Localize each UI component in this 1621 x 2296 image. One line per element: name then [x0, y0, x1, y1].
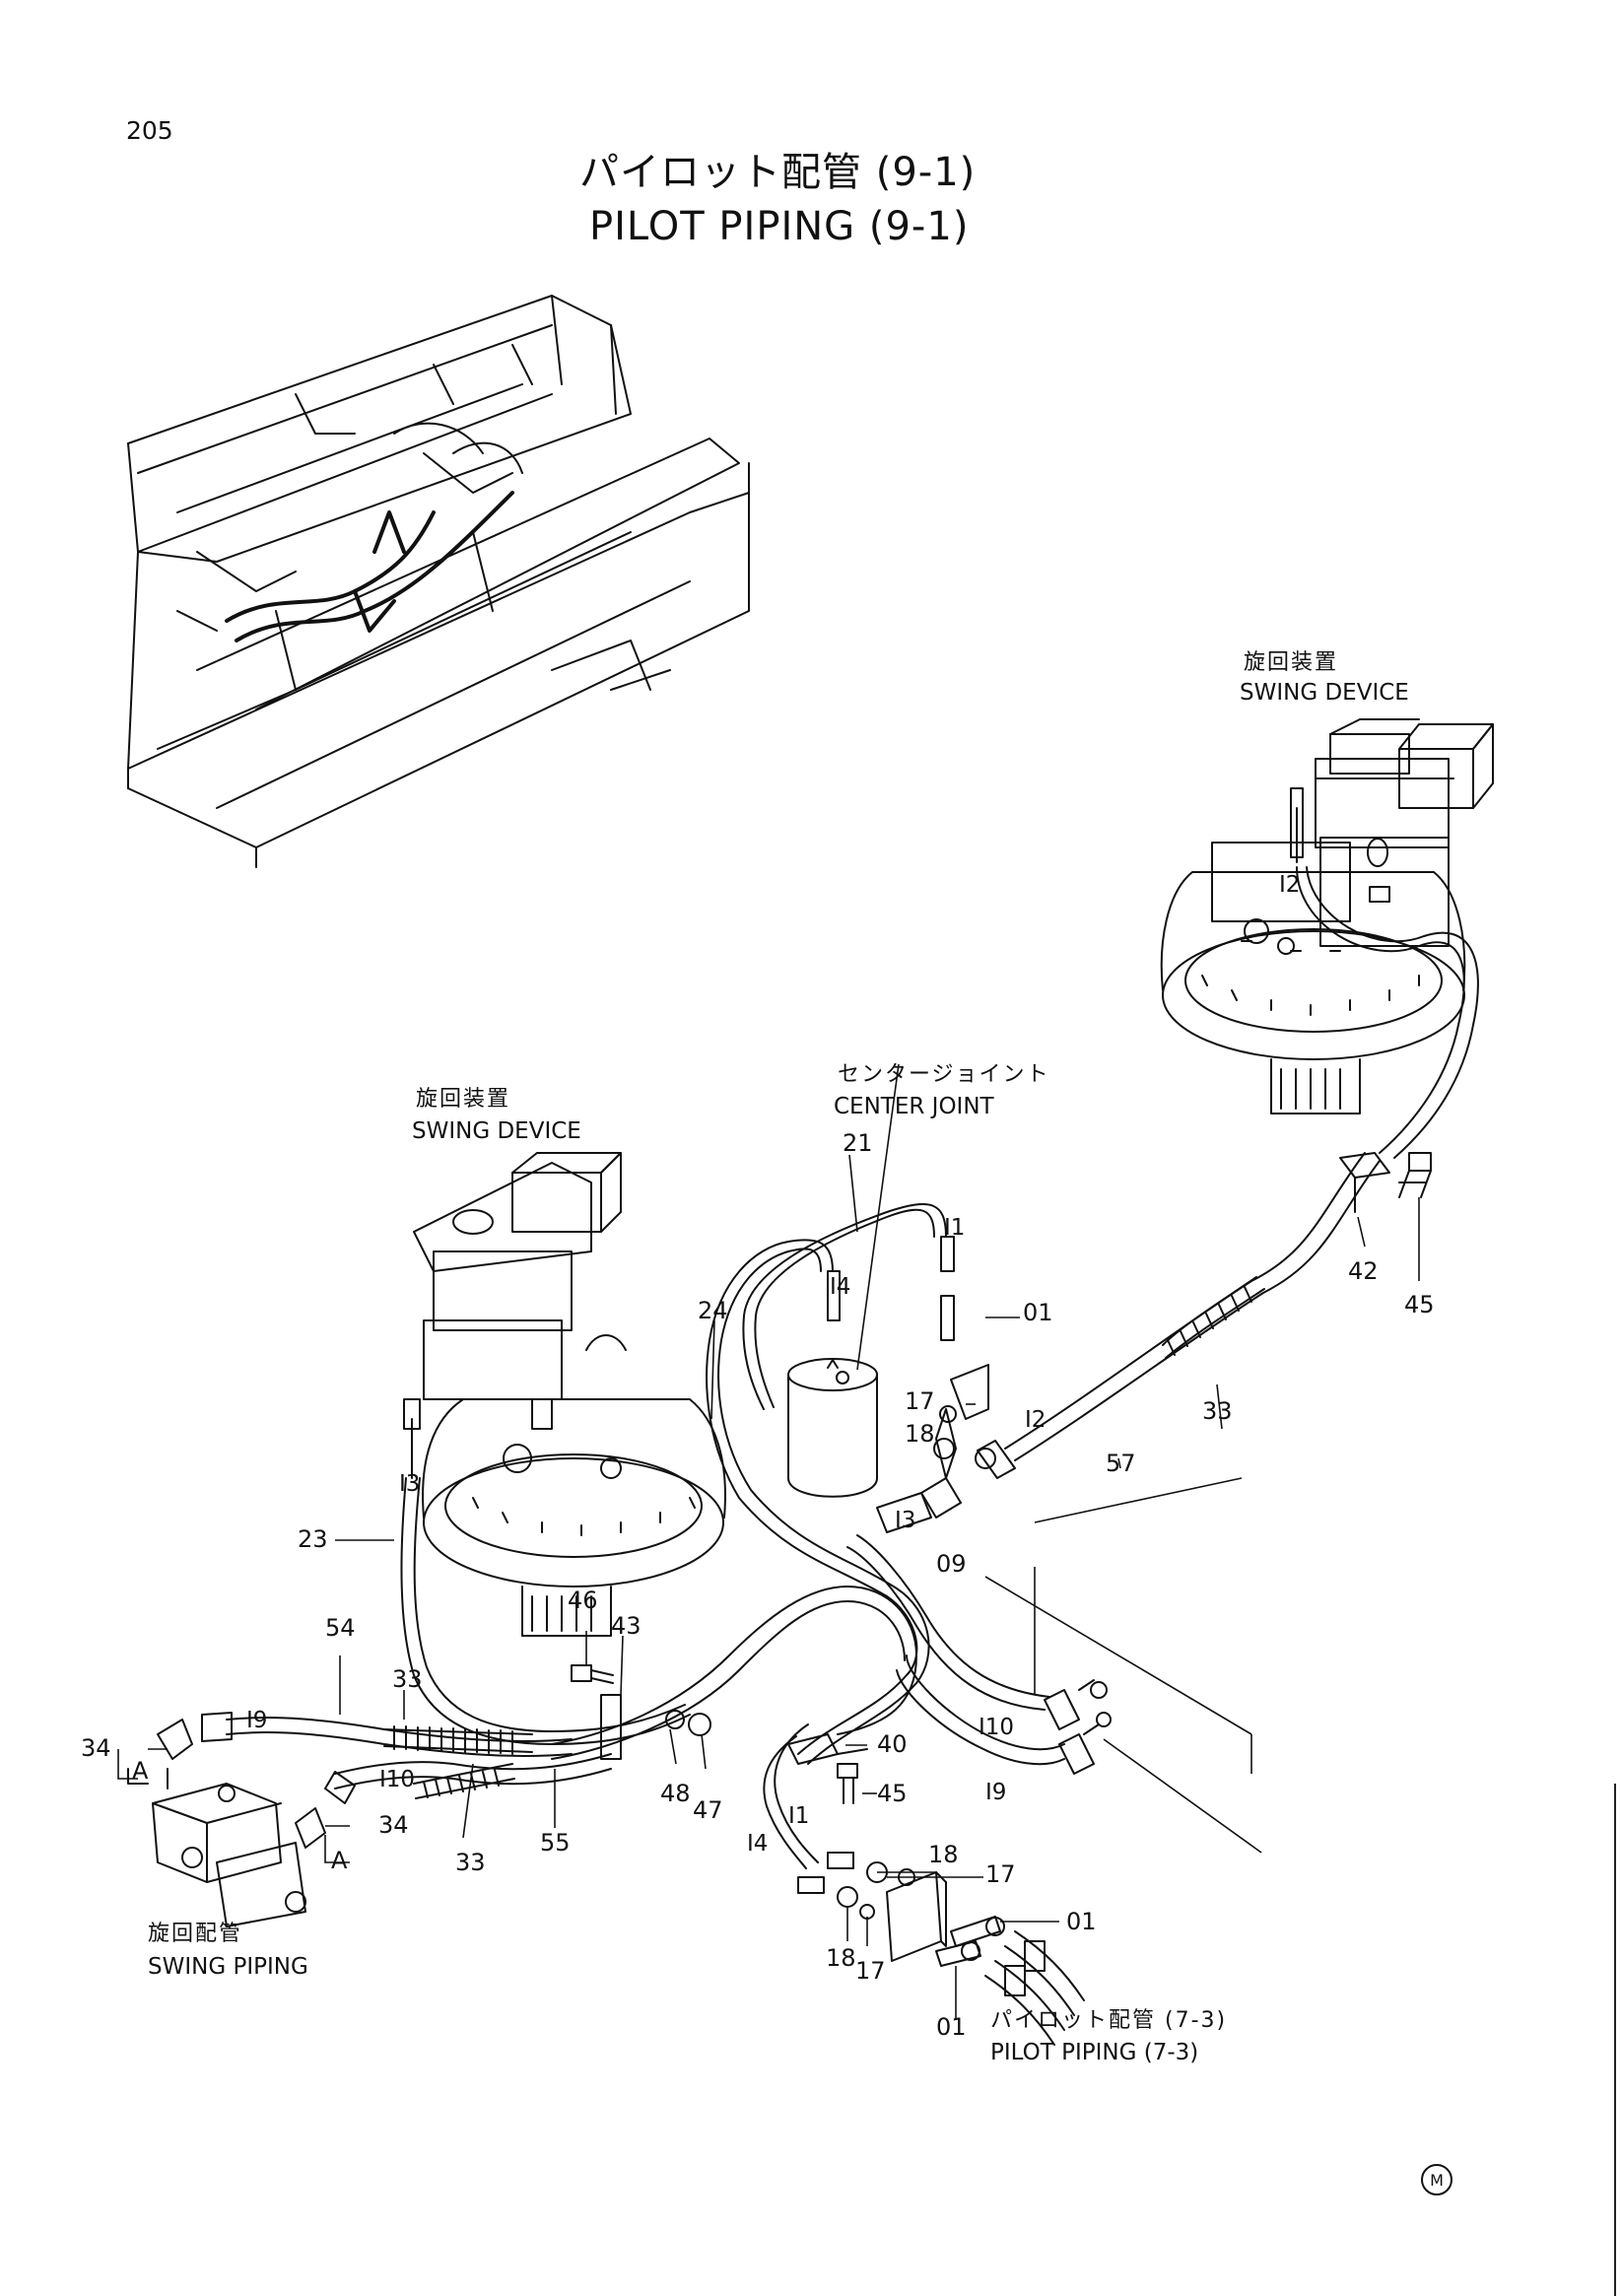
label-center-joint-jp: センタージョイント	[838, 1062, 1050, 1087]
part-number-21: 21	[843, 1129, 873, 1157]
part-number-33-left-lower: 33	[455, 1849, 486, 1876]
part-number-33-right: 33	[1202, 1397, 1233, 1425]
part-number-01-right: 01	[1066, 1908, 1097, 1935]
line-id-i10-left: I10	[379, 1767, 416, 1792]
swing-piping-valve	[127, 1719, 326, 1927]
part-number-48: 48	[660, 1780, 691, 1807]
part-number-47: 47	[693, 1796, 723, 1824]
part-number-17-right: 17	[985, 1860, 1016, 1888]
part-number-24: 24	[698, 1297, 728, 1324]
line-id-i9-right: I9	[985, 1780, 1007, 1805]
hose-57	[975, 1152, 1381, 1479]
label-swing-piping-jp: 旋回配管	[148, 1922, 243, 1946]
view-a-label-right: A	[331, 1847, 348, 1874]
line-id-i1-bottom: I1	[788, 1803, 810, 1829]
line-21	[742, 1203, 947, 1410]
part-number-57: 57	[1106, 1450, 1136, 1477]
part-number-43: 43	[611, 1612, 642, 1640]
part-number-18-bottom: 18	[826, 1944, 856, 1972]
part-number-45-top: 45	[1404, 1291, 1435, 1318]
line-id-i1-top: I1	[944, 1215, 966, 1241]
part-number-46: 46	[568, 1587, 598, 1614]
leader-lines	[148, 1063, 1420, 2020]
hose-55	[324, 1753, 612, 1804]
right-swing-device	[1160, 718, 1494, 1114]
clamp-42	[1339, 1152, 1390, 1213]
page-edge-line	[1614, 1784, 1616, 2296]
part-number-01-top: 01	[1023, 1299, 1053, 1326]
label-swing-device-left-jp: 旋回装置	[416, 1087, 511, 1112]
part-number-09: 09	[936, 1550, 967, 1578]
end-fittings-right	[1044, 1679, 1112, 1775]
label-pilot-piping-73-jp: パイロット配管 (7-3)	[990, 2008, 1228, 2033]
center-joint	[787, 1358, 878, 1498]
washer-48-nut-47	[665, 1710, 711, 1736]
part-number-01-bottom: 01	[936, 2013, 967, 2041]
line-id-i4-bottom: I4	[747, 1831, 769, 1857]
part-number-54: 54	[325, 1614, 356, 1642]
part-number-40: 40	[877, 1730, 908, 1758]
label-swing-device-right-jp: 旋回装置	[1244, 650, 1339, 675]
clamp-40	[787, 1733, 868, 1765]
line-id-i3-left: I3	[399, 1471, 421, 1497]
bolt-46	[571, 1664, 614, 1684]
line-id-i2-hose: I2	[1025, 1407, 1047, 1433]
hose-33-left	[383, 1725, 533, 1755]
frame-hose-routing	[225, 491, 514, 642]
view-a-brackets	[117, 1749, 350, 1863]
part-number-45-lower: 45	[877, 1780, 908, 1807]
frame-overview-illustration	[127, 295, 750, 868]
line-id-i10-right: I10	[979, 1715, 1015, 1740]
label-swing-device-right-en: SWING DEVICE	[1240, 680, 1409, 706]
page-title-en: PILOT PIPING (9-1)	[589, 204, 970, 249]
label-swing-piping-en: SWING PIPING	[148, 1954, 308, 1980]
part-number-17-bottom: 17	[855, 1957, 886, 1985]
m-badge: M	[1421, 2164, 1452, 2195]
pilot-lines-lower	[551, 1534, 1065, 1869]
label-pilot-piping-73-en: PILOT PIPING (7-3)	[990, 2040, 1199, 2065]
line-24	[706, 1239, 930, 1765]
line-id-i2-swing: I2	[1279, 872, 1301, 898]
part-number-42: 42	[1348, 1257, 1379, 1285]
right-swing-pilot-line	[1290, 787, 1479, 1159]
label-swing-device-left-en: SWING DEVICE	[412, 1118, 581, 1144]
bolt-45-top	[1398, 1152, 1432, 1198]
part-number-18-top: 18	[905, 1420, 935, 1448]
part-number-55: 55	[540, 1829, 571, 1857]
part-number-17-top: 17	[905, 1387, 935, 1415]
lower-fittings-18-17	[797, 1852, 915, 1920]
page-title-jp: パイロット配管 (9-1)	[579, 150, 977, 195]
center-fittings	[827, 1236, 989, 1533]
left-swing-device	[413, 1152, 726, 1637]
part-number-23: 23	[298, 1525, 328, 1553]
clamp-43	[600, 1694, 622, 1760]
bolts-01-lower	[935, 1916, 1005, 1967]
label-center-joint-en: CENTER JOINT	[834, 1094, 994, 1119]
line-23	[400, 1398, 691, 1745]
pilot-piping-73-hoses	[984, 1930, 1085, 2046]
page-number: 205	[126, 116, 173, 145]
part-number-34-left: 34	[81, 1734, 111, 1762]
part-number-18-right: 18	[928, 1841, 959, 1868]
part-number-33-left-upper: 33	[392, 1665, 423, 1693]
view-a-label-left: A	[132, 1757, 149, 1785]
line-id-i4-top: I4	[830, 1274, 851, 1300]
line-id-i3-center: I3	[895, 1508, 916, 1533]
bolt-45-lower	[837, 1763, 858, 1804]
line-id-i9-left: I9	[246, 1708, 268, 1733]
bracket-lower	[886, 1871, 947, 1962]
part-number-34-right: 34	[378, 1811, 409, 1839]
